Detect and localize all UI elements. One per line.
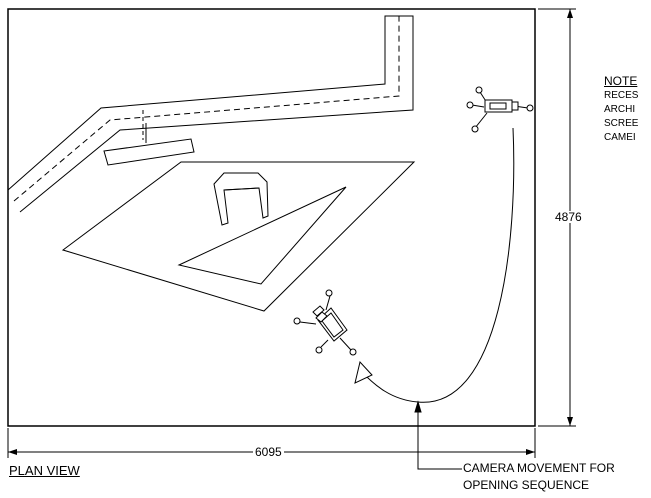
note-title: NOTE: [604, 74, 638, 88]
inner-triangle: [177, 186, 347, 285]
bench: [103, 138, 195, 166]
camera-path-arrowhead: [354, 360, 373, 384]
callout-arrowhead: [414, 400, 422, 413]
floor-platform: [61, 161, 416, 312]
callout-leader: [417, 408, 462, 470]
plan-view-title: PLAN VIEW: [9, 463, 80, 478]
note-line-4: CAMEI: [604, 132, 636, 143]
callout-line-2: OPENING SEQUENCE: [463, 478, 590, 492]
callout-line-1: CAMERA MOVEMENT FOR: [463, 461, 615, 475]
width-dimension-label: 6095: [253, 445, 284, 459]
height-arrow-top: [567, 9, 573, 18]
camera-bottom: [293, 289, 357, 356]
wall-centerline: [13, 16, 400, 202]
chair: [213, 172, 269, 226]
camera-top: [466, 86, 534, 133]
note-line-2: ARCHI: [604, 104, 636, 115]
angled-wall: [7, 15, 414, 213]
note-line-1: RECES: [604, 90, 639, 101]
height-dimension-label: 4876: [553, 210, 584, 224]
camera-path: [359, 127, 515, 403]
note-line-3: SCREE: [604, 118, 639, 129]
width-arrow-left: [8, 449, 17, 455]
height-arrow-bottom: [567, 417, 573, 426]
width-arrow-right: [526, 449, 535, 455]
room-outline: [7, 8, 536, 427]
